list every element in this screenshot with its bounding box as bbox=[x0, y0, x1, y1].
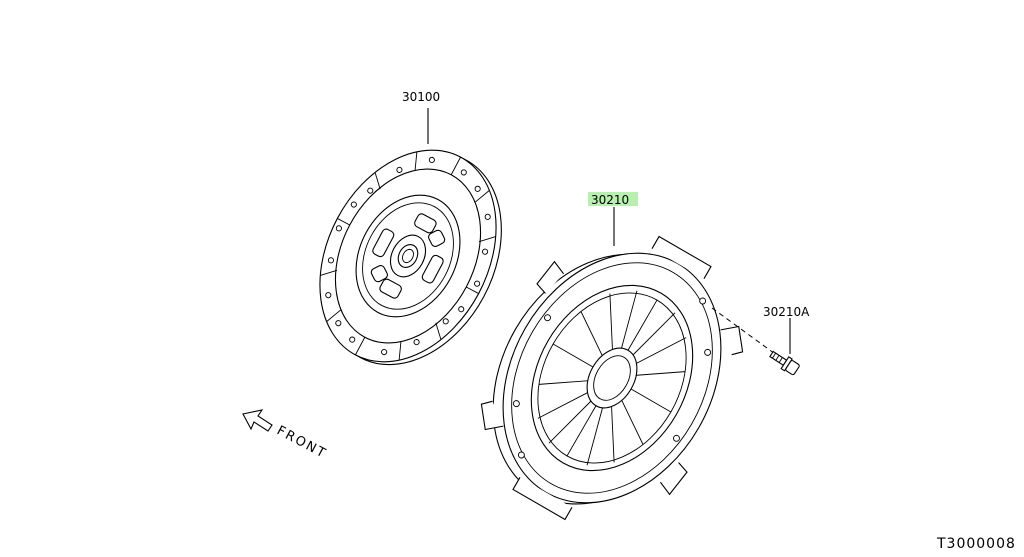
part-label-30210-highlight bbox=[588, 192, 638, 206]
clutch-disc[interactable] bbox=[285, 120, 537, 396]
bolt[interactable] bbox=[768, 348, 801, 376]
cover-flanges bbox=[480, 235, 744, 521]
part-label-30100[interactable]: 30100 bbox=[402, 90, 440, 104]
front-label: FRONT bbox=[274, 423, 329, 462]
cover-holes bbox=[512, 297, 712, 459]
front-arrow-icon bbox=[242, 409, 273, 432]
part-label-30210[interactable]: 30210 bbox=[591, 193, 629, 207]
rivets bbox=[325, 156, 491, 356]
diagram-code: T3000008 bbox=[936, 536, 1016, 552]
friction-pads bbox=[320, 151, 496, 361]
bolt-alignment-dashed-line bbox=[711, 307, 779, 357]
front-direction-indicator: FRONT bbox=[242, 409, 329, 462]
clutch-cover[interactable] bbox=[442, 196, 782, 557]
damper-springs bbox=[370, 213, 446, 299]
diaphragm-fingers bbox=[537, 290, 687, 466]
part-label-30210A[interactable]: 30210A bbox=[763, 305, 810, 319]
